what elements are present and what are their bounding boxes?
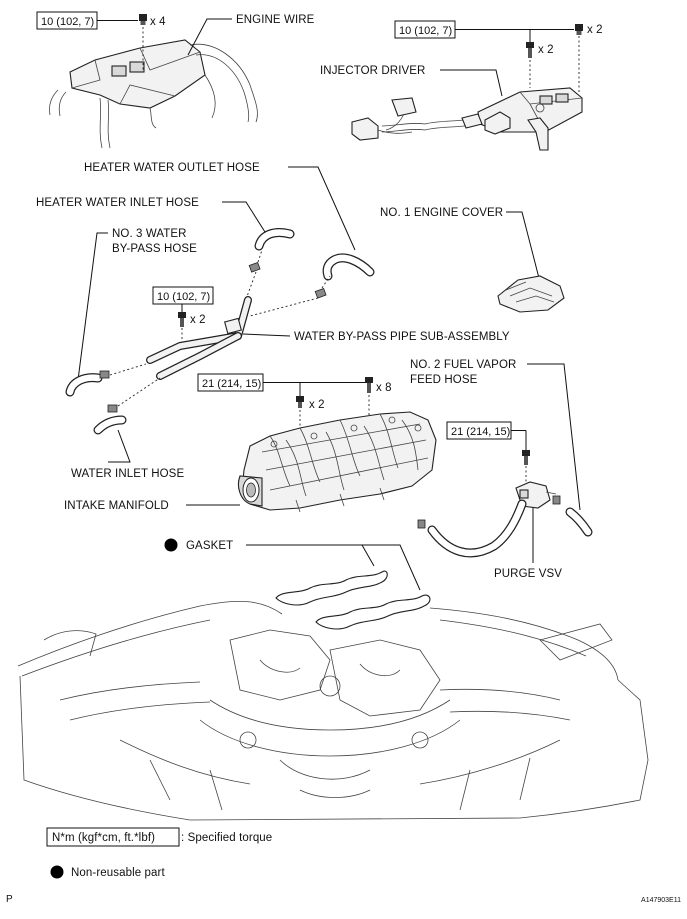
- qty-x2-manifold: x 2: [309, 399, 325, 411]
- water-inlet-hose-drawing: [93, 415, 127, 435]
- hose-clamp: [552, 495, 561, 505]
- legend-torque-unit: N*m (kgf*cm, ft.*lbf): [52, 832, 155, 844]
- hose-clamp: [99, 370, 110, 379]
- legend-nonreusable-text: Non-reusable part: [71, 867, 165, 879]
- torque-value-1: 10 (102, 7): [41, 16, 94, 28]
- torque-value-5: 21 (214, 15): [451, 426, 510, 438]
- torque-value-2: 10 (102, 7): [399, 25, 452, 37]
- bolt-icon: [178, 312, 186, 327]
- bolt-icon: [522, 450, 530, 465]
- torque-value-3: 10 (102, 7): [157, 291, 210, 303]
- water-bypass-pipe-drawing: [146, 296, 252, 380]
- heater-outlet-hose-drawing: [322, 253, 375, 281]
- torque-value-4: 21 (214, 15): [202, 378, 261, 390]
- figure-id: A147903E11: [641, 897, 681, 904]
- legend-torque-box: [46, 827, 180, 847]
- no3-water-bypass-hose-drawing: [65, 373, 103, 397]
- label-purge-vsv: PURGE VSV: [494, 568, 562, 580]
- injector-driver-drawing: [351, 87, 583, 151]
- torque-box-3: [152, 286, 214, 305]
- label-gasket: GASKET: [186, 540, 233, 552]
- bolt-icon: [139, 14, 147, 25]
- label-heater-inlet-hose: HEATER WATER INLET HOSE: [36, 197, 199, 209]
- hose-clamp: [107, 404, 118, 413]
- label-injector-driver: INJECTOR DRIVER: [320, 65, 425, 77]
- bolt-icon: [296, 396, 304, 408]
- nonreusable-dot-icon: [50, 865, 64, 879]
- label-no3-line1: NO. 3 WATER: [112, 228, 187, 240]
- nonreusable-dot-icon: [164, 538, 178, 552]
- bolt-icon: [526, 42, 534, 58]
- qty-x8: x 8: [376, 382, 392, 394]
- label-no2-line1: NO. 2 FUEL VAPOR: [410, 359, 516, 371]
- gasket-drawing-lower: [315, 594, 431, 630]
- bolt-icon: [575, 24, 583, 35]
- engine-bay-sketch: [17, 600, 649, 821]
- purge-hose-drawing: [427, 499, 527, 558]
- engine-cover-drawing: [497, 275, 565, 313]
- label-intake-manifold: INTAKE MANIFOLD: [64, 500, 169, 512]
- hose-clamp: [417, 519, 426, 529]
- heater-inlet-hose-drawing: [254, 228, 295, 251]
- label-engine-wire: ENGINE WIRE: [236, 14, 315, 26]
- label-water-bypass-pipe: WATER BY-PASS PIPE SUB-ASSEMBLY: [294, 331, 510, 343]
- engine-wire-drawing: [49, 39, 258, 149]
- qty-x2-pipe: x 2: [190, 314, 206, 326]
- qty-x2-injector: x 2: [538, 44, 554, 56]
- label-engine-cover: NO. 1 ENGINE COVER: [380, 207, 503, 219]
- qty-x4: x 4: [150, 16, 166, 28]
- legend-torque-text: : Specified torque: [181, 832, 272, 844]
- label-no3-line2: BY-PASS HOSE: [112, 243, 197, 255]
- bolt-icon: [365, 377, 373, 393]
- hose-clamp: [248, 261, 261, 273]
- footer-left-mark: P: [6, 894, 13, 905]
- label-water-inlet-hose: WATER INLET HOSE: [71, 468, 184, 480]
- no2-fuel-vapor-feed-hose-drawing: [565, 507, 593, 537]
- gasket-drawing-upper: [275, 570, 388, 606]
- label-no2-line2: FEED HOSE: [410, 374, 478, 386]
- label-heater-outlet-hose: HEATER WATER OUTLET HOSE: [84, 162, 260, 174]
- qty-x2-injector-right: x 2: [587, 24, 603, 36]
- hose-clamp: [314, 287, 327, 299]
- intake-manifold-drawing: [237, 411, 437, 513]
